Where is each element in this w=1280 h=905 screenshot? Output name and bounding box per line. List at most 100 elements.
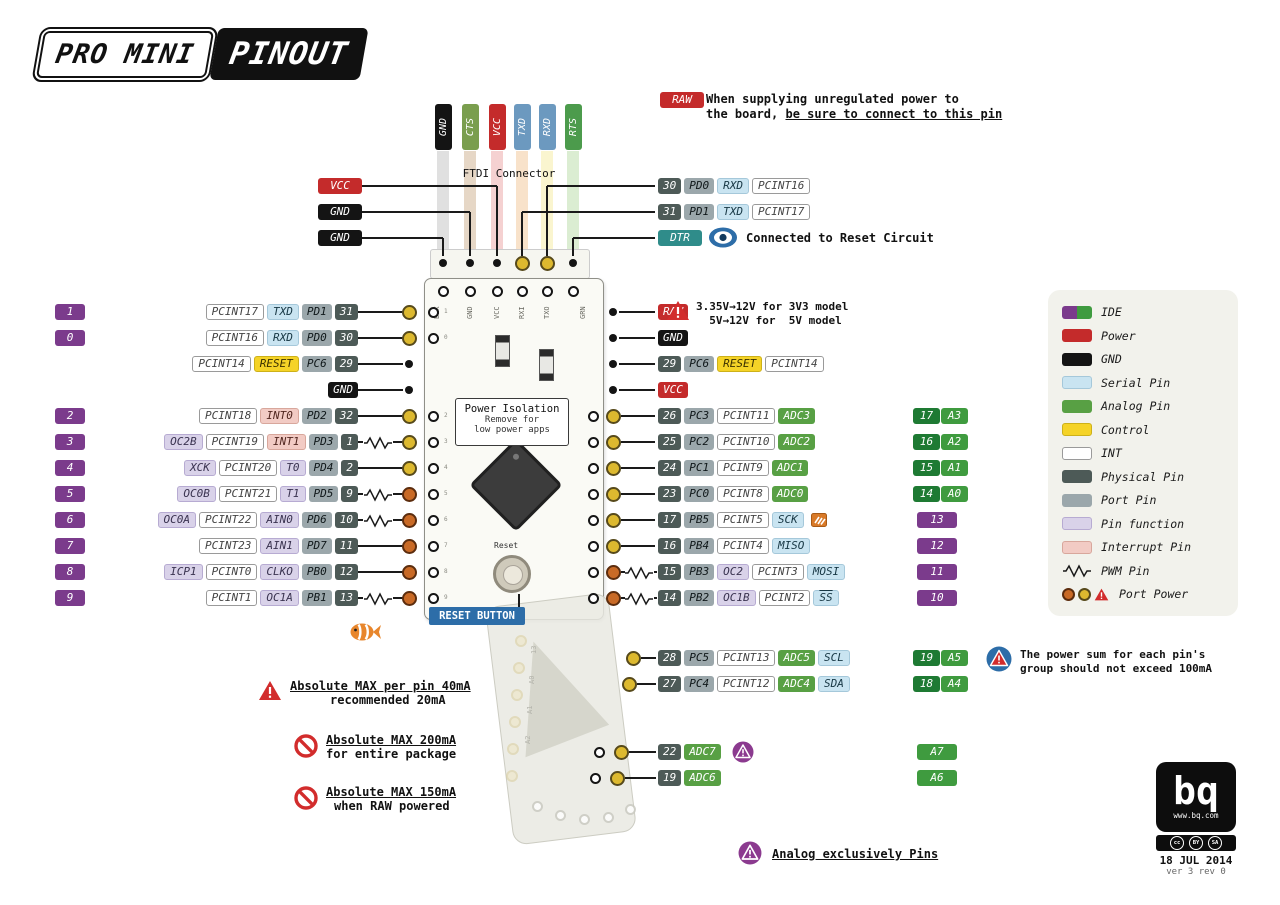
solder-dot: [609, 360, 617, 368]
pin-box-pc3: PC3: [684, 408, 715, 424]
solder-dot: [609, 308, 617, 316]
wire: [358, 545, 403, 547]
wire: [358, 597, 363, 599]
pin-box-clko: CLKO: [260, 564, 299, 580]
solder-pad-yellow: [613, 744, 629, 760]
left-pin-row: GND: [40, 382, 358, 398]
pin-box-int0: INT0: [260, 408, 299, 424]
raw-voltage-note-line2: 5V→12V for 5V model: [696, 314, 842, 327]
legend-label: IDE: [1101, 305, 1122, 319]
pin-box-pd0: PD0: [684, 178, 715, 194]
ide-pin-a2: A2: [941, 434, 968, 450]
wire: [358, 311, 403, 313]
wire: [625, 777, 656, 779]
solder-pad-yellow: [605, 434, 621, 450]
pin-box-adc4: ADC4: [778, 676, 815, 692]
ide-pin-a1: A1: [941, 460, 968, 476]
solder-pad-ring: [587, 462, 599, 474]
pwm-squiggle-icon: [363, 513, 393, 528]
solder-pad-ring: [587, 410, 599, 422]
board-row-digit: 5: [444, 490, 448, 497]
pin-box-pcint11: PCINT11: [717, 408, 776, 424]
board-edge-label-txo: TXO: [543, 306, 551, 319]
wire: [358, 389, 403, 391]
pin-box-pd3: PD3: [308, 434, 339, 450]
pin-box-oc1b: OC1B: [717, 590, 756, 606]
ide-pin-a4: A4: [941, 676, 968, 692]
ide-pin-19: 19: [913, 650, 940, 666]
pin-box-adc1: ADC1: [771, 460, 809, 476]
pin-box-pcint19: PCINT19: [205, 434, 264, 450]
pin-box-xck: XCK: [184, 460, 216, 476]
pin-box-scl: SCL: [817, 650, 850, 666]
pin-box-gnd: GND: [318, 204, 362, 220]
pin-box-pd2: PD2: [301, 408, 332, 424]
legend-label: Interrupt Pin: [1101, 540, 1192, 554]
solder-dot: [609, 386, 617, 394]
wire: [621, 519, 655, 521]
wire: [654, 597, 657, 599]
legend-item-analog: Analog Pin: [1062, 396, 1224, 416]
legend-item-pwm: PWM Pin: [1062, 561, 1224, 581]
pin-box-oc2b: OC2B: [164, 434, 203, 450]
legend-label: Power: [1101, 328, 1136, 343]
pin-box-reset: RESET: [717, 356, 763, 372]
ide-pin-0: 0: [55, 330, 85, 346]
pin-box-vcc: VCC: [318, 178, 362, 194]
note-line1: Absolute MAX 150mA: [326, 785, 457, 799]
pin-box-pb0: PB0: [301, 564, 332, 580]
ftdi-connector-label: FTDI Connector: [462, 167, 556, 180]
pin-box-pcint18: PCINT18: [199, 408, 258, 424]
pin-box-pd6: PD6: [301, 512, 332, 528]
ide-pin-12: 12: [917, 538, 957, 554]
pin-box-gnd: GND: [318, 230, 362, 246]
solder-pad-ring: [516, 285, 528, 297]
wire: [393, 597, 403, 599]
pin-box-23: 23: [658, 486, 682, 502]
wire: [469, 212, 471, 256]
ftdi-pin-rts: RTS: [564, 104, 582, 150]
pin-box-pd4: PD4: [308, 460, 339, 476]
board-edge-label-rxi: RXI: [518, 306, 526, 319]
note-line2: recommended 20mA: [330, 693, 446, 707]
solder-dot: [405, 360, 413, 368]
solder-pad-yellow: [401, 460, 417, 476]
wire: [637, 683, 656, 685]
solder-pad-faint: [513, 662, 525, 674]
pin-box-31: 31: [334, 304, 358, 320]
board-row-digit: 6: [444, 516, 448, 523]
legend-item-control: Control: [1062, 420, 1224, 440]
ide-pin-3: 3: [55, 434, 85, 450]
solder-dot: [493, 259, 501, 267]
solder-pad-yellow: [401, 434, 417, 450]
legend-swatch-control: [1062, 423, 1092, 436]
solder-pad-faint: [511, 689, 523, 701]
solder-pad-yellow: [605, 512, 621, 528]
pin-box-pcint21: PCINT21: [218, 486, 278, 502]
ide-pin-15: 15: [913, 460, 940, 476]
ghost-edge-label: A1: [526, 705, 534, 714]
pin-box-22: 22: [658, 744, 682, 760]
pin-box-ain0: AIN0: [260, 512, 299, 528]
wire: [619, 311, 655, 313]
legend-swatch-phys: [1062, 470, 1092, 483]
pin-box-17: 17: [658, 512, 682, 528]
legend-item-portpower: Port Power: [1062, 584, 1224, 604]
wire: [393, 441, 403, 443]
wire: [358, 467, 403, 469]
pin-box-int1: INT1: [267, 434, 306, 450]
board-row-digit: 0: [444, 334, 448, 341]
solder-pad-ring: [541, 285, 553, 297]
pin-box-pcint22: PCINT22: [199, 512, 258, 528]
legend-label: Pin function: [1101, 516, 1185, 531]
solder-pad-yellow: [605, 408, 621, 424]
wire: [621, 415, 655, 417]
